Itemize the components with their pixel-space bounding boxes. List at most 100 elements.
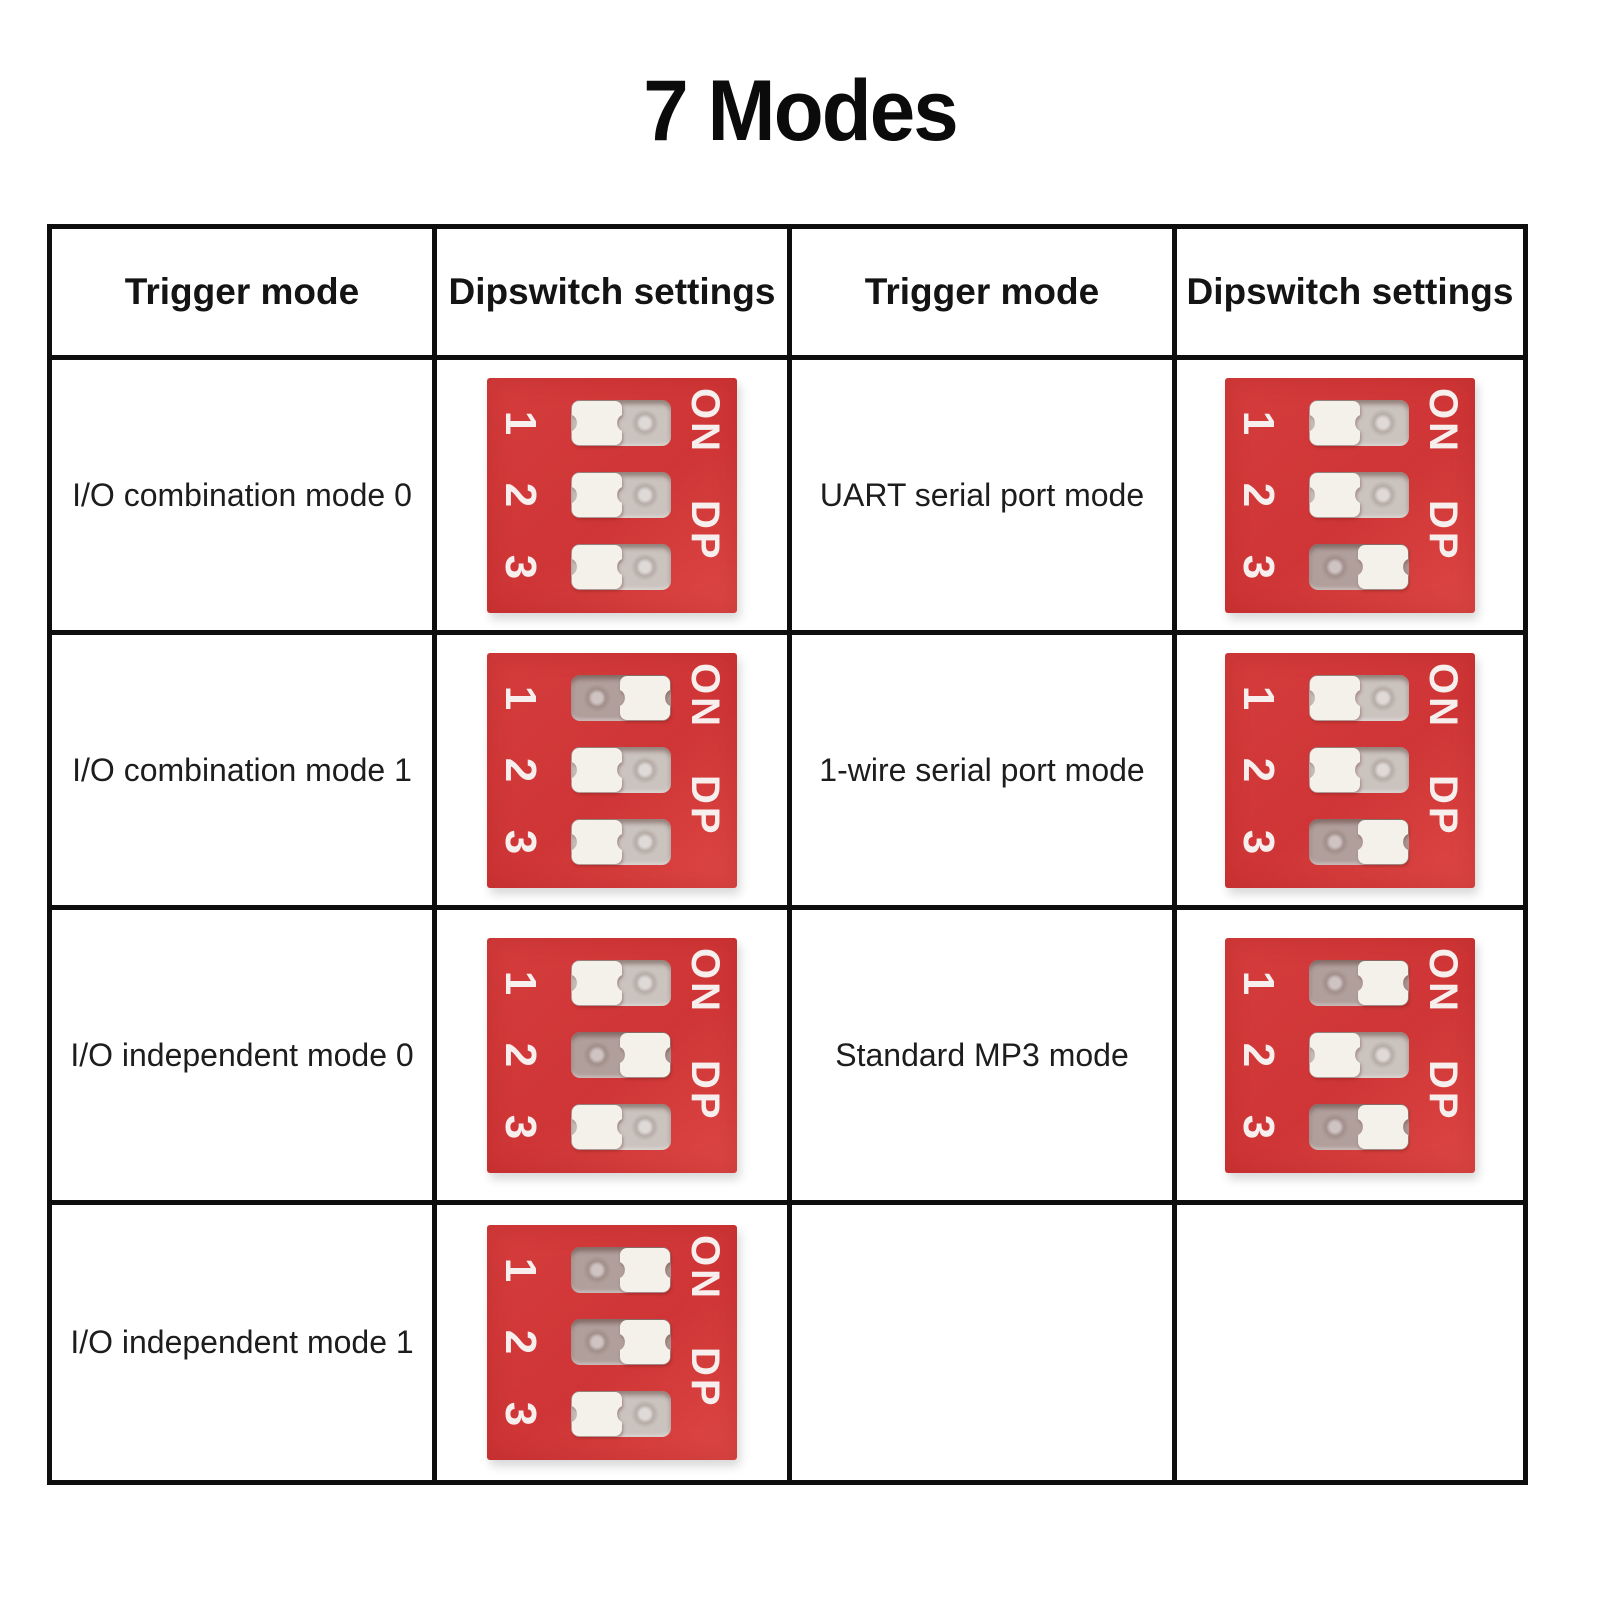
dip-toggle <box>572 544 622 589</box>
dip-toggle <box>572 400 622 445</box>
dip-number-label: 2 <box>1234 757 1283 782</box>
dip-on-label: ON <box>683 1235 727 1301</box>
mode-label-empty <box>787 1200 1177 1485</box>
dip-toggle <box>1358 819 1408 864</box>
dip-number-label: 2 <box>496 1329 545 1355</box>
dipswitch-1-wire: 1 2 3 ON DP <box>1225 652 1475 888</box>
dipswitch-io-independent-0: 1 2 3 ON DP <box>487 937 737 1173</box>
dip-toggle <box>572 1392 622 1436</box>
dip-on-label: ON <box>1421 662 1465 729</box>
dip-switch-2-off <box>571 746 671 793</box>
mode-label-1-wire: 1-wire serial port mode <box>787 630 1177 910</box>
dip-switch-2-off <box>571 471 671 518</box>
dip-switch-2-on <box>571 1319 671 1365</box>
table-row: I/O independent mode 1 1 2 3 ON DP <box>47 1200 1528 1485</box>
mode-label-io-independent-0: I/O independent mode 0 <box>47 905 437 1205</box>
dip-number-label: 2 <box>496 482 545 507</box>
header-dipswitch-settings-right: Dipswitch settings <box>1172 224 1528 360</box>
dip-number-label: 1 <box>1234 685 1283 710</box>
dip-switch-3-off <box>571 1103 671 1150</box>
dip-on-label: ON <box>683 947 727 1014</box>
dip-on-label: ON <box>683 662 727 729</box>
dipswitch-uart: 1 2 3 ON DP <box>1225 377 1475 613</box>
dip-dp-label: DP <box>1421 774 1465 837</box>
dip-number-label: 3 <box>496 1401 545 1427</box>
header-trigger-mode-right: Trigger mode <box>787 224 1177 360</box>
dip-switch-1-on <box>571 674 671 721</box>
dip-number-label: 3 <box>1234 829 1283 854</box>
dip-cell: 1 2 3 ON DP <box>1172 355 1528 635</box>
mode-label-io-independent-1: I/O independent mode 1 <box>47 1200 437 1485</box>
dip-cell: 1 2 3 ON DP <box>432 630 792 910</box>
dip-number-label: 3 <box>1234 1114 1283 1139</box>
mode-label-io-combination-1: I/O combination mode 1 <box>47 630 437 910</box>
dip-switch-1-on <box>571 1247 671 1293</box>
dip-dp-label: DP <box>1421 499 1465 562</box>
dip-switch-3-off <box>571 543 671 590</box>
dip-switch-2-off <box>1309 746 1409 793</box>
dip-switch-2-on <box>571 1031 671 1078</box>
dip-toggle <box>620 1248 670 1292</box>
dip-on-label: ON <box>1421 947 1465 1014</box>
dip-dp-label: DP <box>683 774 727 837</box>
dip-toggle <box>1310 1032 1360 1077</box>
dip-switch-3-on <box>1309 1103 1409 1150</box>
dip-cell <box>1172 1200 1528 1485</box>
modes-table: Trigger mode Dipswitch settings Trigger … <box>47 224 1528 1485</box>
dip-number-label: 1 <box>496 685 545 710</box>
page-title: 7 Modes <box>643 63 958 159</box>
dip-switch-3-on <box>1309 818 1409 865</box>
dip-number-label: 1 <box>496 970 545 995</box>
dipswitch-io-combination-1: 1 2 3 ON DP <box>487 652 737 888</box>
dip-toggle <box>572 819 622 864</box>
dip-toggle <box>1310 675 1360 720</box>
dip-toggle <box>572 472 622 517</box>
dip-number-label: 3 <box>496 829 545 854</box>
dip-on-label: ON <box>683 387 727 454</box>
dip-toggle <box>1358 544 1408 589</box>
dip-number-label: 1 <box>496 410 545 435</box>
dip-number-label: 1 <box>496 1257 545 1283</box>
dip-toggle <box>1358 1104 1408 1149</box>
dip-toggle <box>1310 400 1360 445</box>
table-row: I/O combination mode 1 1 2 3 ON DP 1-wire se… <box>47 630 1528 910</box>
dip-dp-label: DP <box>1421 1059 1465 1122</box>
dip-switch-2-off <box>1309 1031 1409 1078</box>
header-dipswitch-settings-left: Dipswitch settings <box>432 224 792 360</box>
dip-cell: 1 2 3 ON DP <box>1172 630 1528 910</box>
dip-switch-1-on <box>1309 959 1409 1006</box>
dip-switch-1-off <box>1309 399 1409 446</box>
dip-toggle <box>572 747 622 792</box>
dip-cell: 1 2 3 ON DP <box>432 1200 792 1485</box>
dip-number-label: 2 <box>496 1042 545 1067</box>
dip-toggle <box>620 1032 670 1077</box>
dip-toggle <box>620 675 670 720</box>
mode-label-io-combination-0: I/O combination mode 0 <box>47 355 437 635</box>
dip-number-label: 2 <box>1234 482 1283 507</box>
dip-number-label: 2 <box>496 757 545 782</box>
dipswitch-io-independent-1: 1 2 3 ON DP <box>487 1225 737 1460</box>
dip-toggle <box>1310 472 1360 517</box>
dip-number-label: 1 <box>1234 410 1283 435</box>
dip-switch-3-on <box>1309 543 1409 590</box>
dip-dp-label: DP <box>683 499 727 562</box>
dip-dp-label: DP <box>683 1059 727 1122</box>
dip-toggle <box>1310 747 1360 792</box>
dip-toggle <box>1358 960 1408 1005</box>
dip-toggle <box>620 1320 670 1364</box>
dip-switch-2-off <box>1309 471 1409 518</box>
dip-switch-1-off <box>571 959 671 1006</box>
dip-number-label: 2 <box>1234 1042 1283 1067</box>
dip-number-label: 3 <box>496 1114 545 1139</box>
dip-number-label: 3 <box>1234 554 1283 579</box>
dip-switch-3-off <box>571 818 671 865</box>
dip-on-label: ON <box>1421 387 1465 454</box>
header-trigger-mode-left: Trigger mode <box>47 224 437 360</box>
dip-dp-label: DP <box>683 1347 727 1409</box>
